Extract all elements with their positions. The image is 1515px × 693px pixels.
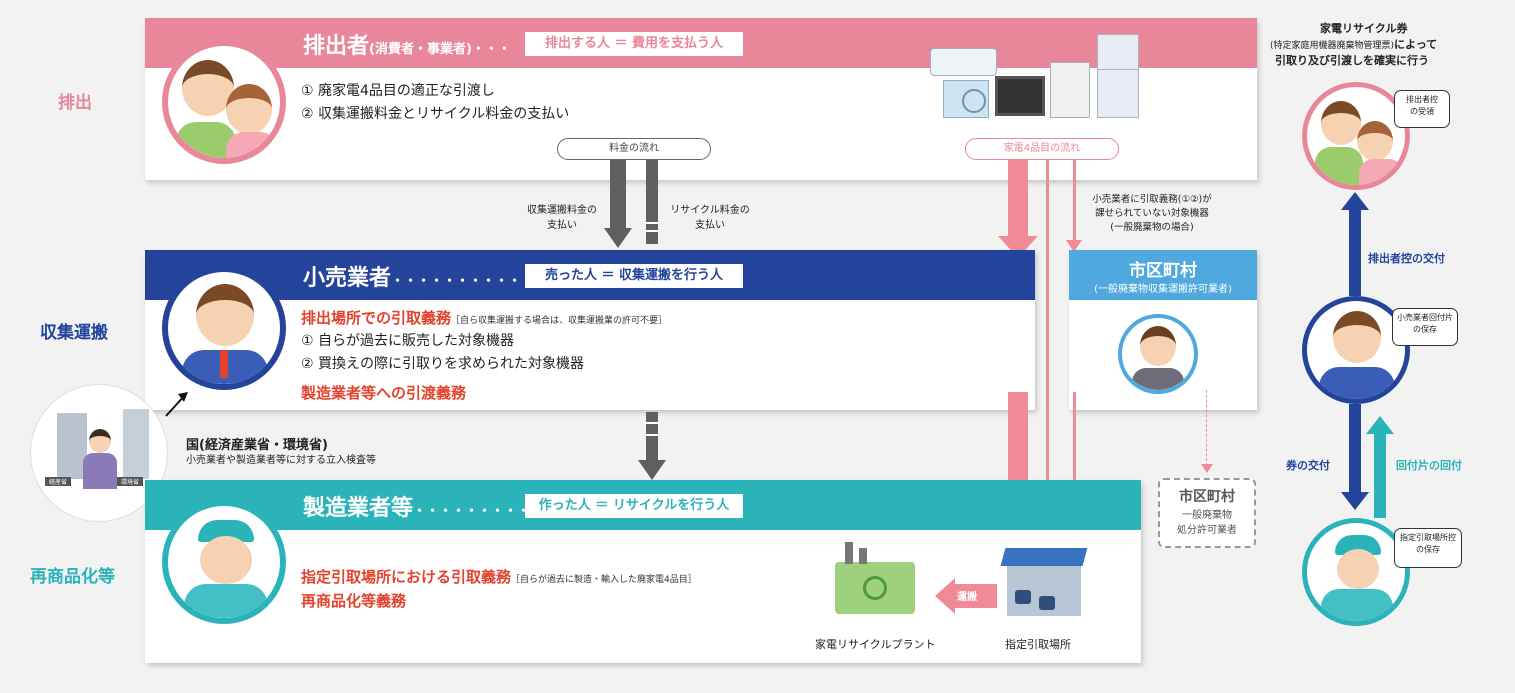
row-label-recycling: 再商品化等 bbox=[30, 567, 115, 587]
ticket-bubble-retailer: 小売業者回付片の保存 bbox=[1392, 308, 1458, 346]
municipality-sub: (一般廃棄物収集運搬許可業者) bbox=[1094, 284, 1232, 295]
manufacturer-panel: 製造業者等・・・・・・・・・・・・ 作った人 ＝ リサイクルを行う人 指定引取場… bbox=[145, 480, 1141, 663]
ticket-label-back: 回付片の回付 bbox=[1396, 459, 1462, 472]
municipality-disposal-title: 市区町村 bbox=[1179, 489, 1235, 505]
ticket-title: 家電リサイクル券 bbox=[1320, 22, 1408, 35]
ticket-subtitle: (特定家庭用機器廃棄物管理票)によって bbox=[1270, 38, 1438, 51]
fee-flow-label: 料金の流れ bbox=[557, 138, 711, 160]
municipality-disposal-box: 市区町村 一般廃棄物 処分許可業者 bbox=[1158, 478, 1256, 548]
ticket-arrowhead-back bbox=[1366, 416, 1394, 434]
recycle-plant-icon bbox=[835, 542, 915, 614]
television-icon bbox=[995, 76, 1045, 116]
manufacturer-role: 作った人 ＝ リサイクルを行う人 bbox=[525, 494, 743, 518]
retailer-duty-main: 排出場所での引取義務［自ら収集運搬する場合は、収集運搬業の許可不要］ bbox=[301, 309, 668, 327]
retailer-duty-1: ① 自らが過去に販売した対象機器 bbox=[301, 333, 515, 349]
retailer-panel: 小売業者・・・・・・・・・・・・・・ 売った人 ＝ 収集運搬を行う人 排出場所で… bbox=[145, 250, 1035, 410]
retailer-role: 売った人 ＝ 収集運搬を行う人 bbox=[525, 264, 743, 288]
collection-fee-arrow bbox=[610, 160, 626, 230]
recycle-fee-caption: リサイクル料金の支払い bbox=[670, 205, 750, 231]
designated-site-icon bbox=[1000, 548, 1088, 616]
government-sub: 小売業者や製造業者等に対する立入検査等 bbox=[186, 455, 376, 466]
item-flow-label: 家電4品目の流れ bbox=[965, 138, 1119, 160]
municipality-disposal-line2: 処分許可業者 bbox=[1177, 525, 1237, 536]
municipality-disposal-line1: 一般廃棄物 bbox=[1182, 510, 1232, 521]
ticket-manufacturer-avatar bbox=[1302, 518, 1410, 626]
refrigerator-icon bbox=[1097, 34, 1139, 118]
item-flow-arrowhead-municipal bbox=[1066, 240, 1082, 252]
discharger-duty-2: ② 収集運搬料金とリサイクル料金の支払い bbox=[301, 106, 570, 122]
ticket-arrow-up bbox=[1349, 206, 1361, 296]
government-sign-meti: 経産省 bbox=[45, 477, 71, 486]
discharger-avatar bbox=[162, 40, 286, 164]
ticket-line2: 引取り及び引渡しを確実に行う bbox=[1275, 54, 1429, 67]
manufacturer-duty-recycle: 再商品化等義務 bbox=[301, 592, 407, 610]
transport-arrowhead bbox=[935, 578, 955, 614]
retailer-duty-handover: 製造業者等への引渡義務 bbox=[301, 384, 467, 402]
municipality-header bbox=[1069, 250, 1257, 300]
item-flow-line-municipal bbox=[1073, 160, 1076, 242]
retailer-to-manufacturer-arrow bbox=[646, 412, 658, 462]
recycle-plant-label: 家電リサイクルプラント bbox=[815, 638, 936, 651]
ticket-label-down: 券の交付 bbox=[1286, 459, 1330, 472]
washing-machine-icon bbox=[1050, 62, 1090, 118]
municipality-avatar bbox=[1118, 314, 1198, 394]
collection-fee-caption: 収集運搬料金の支払い bbox=[527, 205, 597, 231]
designated-site-label: 指定引取場所 bbox=[1005, 638, 1071, 651]
transport-label: 運搬 bbox=[957, 592, 977, 603]
manufacturer-avatar bbox=[162, 500, 286, 624]
transport-arrow bbox=[953, 584, 997, 608]
municipal-to-disposal-dashed-line bbox=[1206, 390, 1207, 466]
municipality-title: 市区町村 bbox=[1129, 261, 1197, 281]
municipal-to-site-line bbox=[1073, 392, 1076, 544]
manufacturer-duty-main: 指定引取場所における引取義務［自らが過去に製造・輸入した廃家電4品目］ bbox=[301, 568, 697, 586]
ticket-arrow-down bbox=[1349, 404, 1361, 494]
government-sign-env: 環境省 bbox=[117, 477, 143, 486]
retailer-duty-2: ② 買換えの際に引取りを求められた対象機器 bbox=[301, 356, 584, 372]
municipal-to-disposal-arrowhead bbox=[1201, 464, 1213, 473]
ticket-arrow-back bbox=[1374, 432, 1386, 518]
discharger-title: 排出者(消費者・事業者)・・・ bbox=[303, 34, 511, 59]
recycle-fee-arrow bbox=[646, 160, 658, 244]
row-label-discharge: 排出 bbox=[58, 93, 92, 113]
collection-fee-arrowhead bbox=[604, 228, 632, 248]
discharger-role: 排出する人 ＝ 費用を支払う人 bbox=[525, 32, 743, 56]
outdoor-unit-icon bbox=[943, 80, 989, 118]
retailer-avatar bbox=[162, 266, 286, 390]
ticket-bubble-discharger: 排出者控の受領 bbox=[1394, 90, 1450, 128]
discharger-duty-1: ① 廃家電4品目の適正な引渡し bbox=[301, 83, 495, 99]
direct-to-site-line bbox=[1046, 252, 1049, 542]
item-flow-arrow-to-retailer bbox=[1008, 160, 1028, 238]
municipality-note: 小売業者に引取義務(①②)が課せられていない対象機器(一般廃棄物の場合) bbox=[1092, 194, 1212, 233]
row-label-collection: 収集運搬 bbox=[40, 323, 108, 343]
government-title: 国(経済産業省・環境省) bbox=[186, 438, 328, 453]
retailer-to-manufacturer-arrowhead bbox=[638, 460, 666, 480]
ticket-discharger-avatar bbox=[1302, 82, 1410, 190]
discharger-panel: 排出者(消費者・事業者)・・・ 排出する人 ＝ 費用を支払う人 ① 廃家電4品目… bbox=[145, 18, 1257, 180]
ticket-arrowhead-down bbox=[1341, 492, 1369, 510]
ticket-bubble-manufacturer: 指定引取場所控の保存 bbox=[1394, 528, 1462, 568]
ticket-label-up: 排出者控の交付 bbox=[1368, 252, 1445, 265]
ticket-arrowhead-up bbox=[1341, 192, 1369, 210]
item-flow-line-direct bbox=[1046, 160, 1049, 252]
air-conditioner-icon bbox=[930, 48, 997, 76]
